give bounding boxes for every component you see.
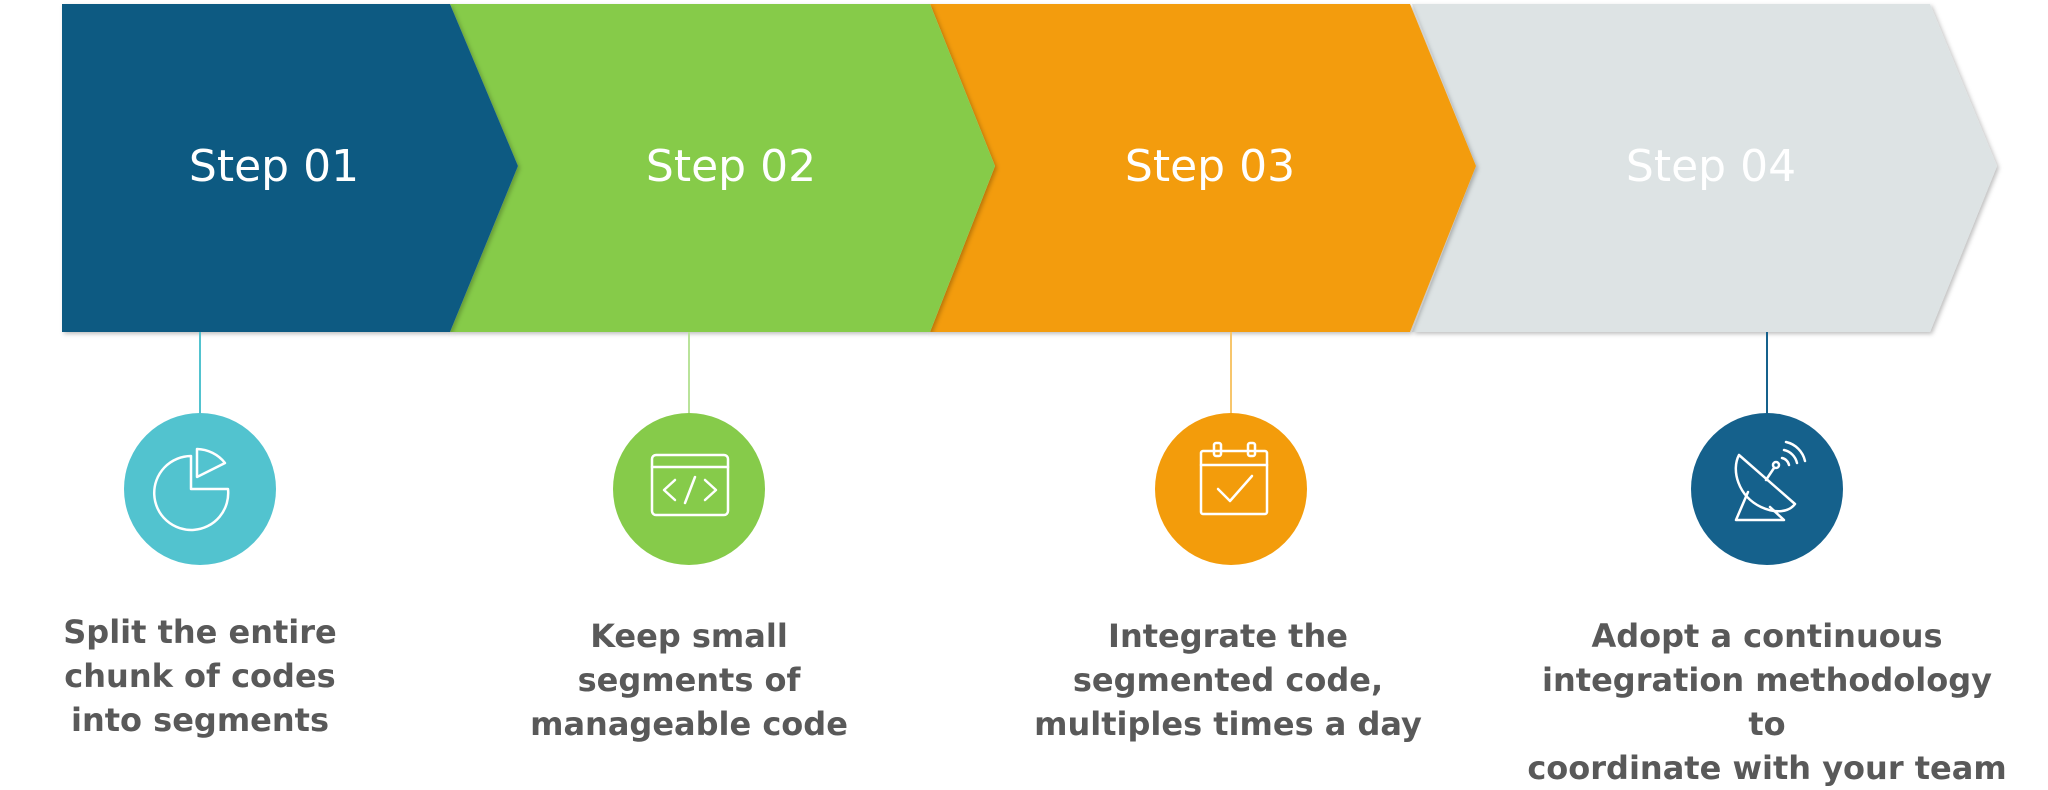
step-2-description-line: manageable code: [530, 705, 848, 743]
step-3-chevron: [930, 4, 1476, 332]
step-1-description-line: into segments: [71, 701, 329, 739]
step-4-chevron: [1412, 4, 1997, 332]
step-3-description-line: segmented code,: [1072, 661, 1384, 699]
step-4-description-line: integration methodology to: [1542, 661, 1992, 743]
step-4-icon-circle: [1691, 413, 1843, 565]
pie-chart-icon: [152, 447, 230, 532]
step-1-description-line: chunk of codes: [64, 657, 336, 695]
step-2-label: Step 02: [646, 141, 816, 192]
step-2-description-line: Keep small: [590, 617, 788, 655]
step-1-label: Step 01: [189, 141, 359, 192]
step-1-chevron: [62, 4, 518, 332]
step-2-description: Keep small segments of manageable code: [449, 614, 929, 746]
step-3-description-line: Integrate the: [1108, 617, 1348, 655]
step-4-description-line: coordinate with your team: [1527, 749, 2007, 787]
step-3-icon-circle: [1155, 413, 1307, 565]
satellite-dish-icon: [1734, 440, 1807, 522]
step-2-chevron: [450, 4, 995, 332]
step-4-description: Adopt a continuous integration methodolo…: [1527, 614, 2007, 790]
code-window-icon: [650, 453, 730, 517]
step-3-description-line: multiples times a day: [1034, 705, 1422, 743]
step-2-icon-circle: [613, 413, 765, 565]
step-1-description: Split the entire chunk of codes into seg…: [0, 610, 440, 742]
step-2-description-line: segments of: [577, 661, 801, 699]
calendar-check-icon: [1199, 441, 1269, 516]
step-3-label: Step 03: [1125, 141, 1295, 192]
step-4-description-line: Adopt a continuous: [1591, 617, 1943, 655]
step-4-label: Step 04: [1626, 141, 1796, 192]
step-1-description-line: Split the entire: [63, 613, 337, 651]
step-3-description: Integrate the segmented code, multiples …: [988, 614, 1468, 746]
